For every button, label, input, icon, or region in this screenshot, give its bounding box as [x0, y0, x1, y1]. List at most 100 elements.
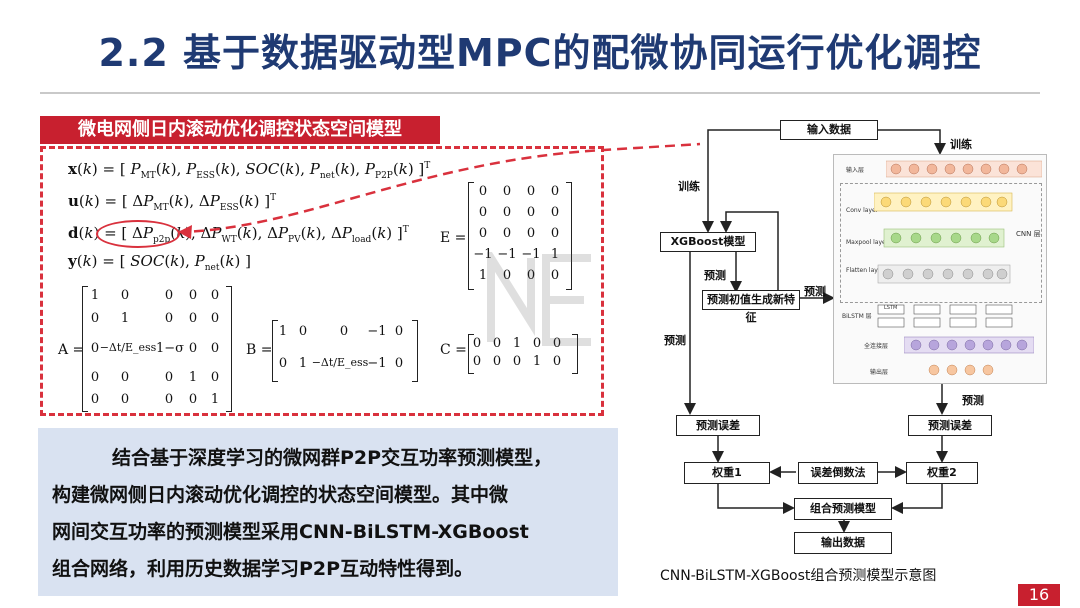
predict-label: 预测 [664, 334, 686, 347]
matrix-cell: 0 [188, 311, 198, 326]
inverse-method-box: 误差倒数法 [798, 462, 878, 484]
matrix-cell: 0 [502, 226, 512, 241]
matrix-cell: −Δt/E_ess [311, 356, 369, 369]
matrix-label-a: A = [58, 342, 85, 358]
description-line: 构建微网侧日内滚动优化调控的状态空间模型。其中微 [52, 484, 509, 506]
cnn-layer-label: CNN 层 [1016, 230, 1041, 238]
matrix-cell: 0 [552, 336, 562, 351]
matrix-cell: −1 [367, 356, 387, 371]
matrix-cell: 0 [90, 370, 100, 385]
matrix-cell: 0 [526, 184, 536, 199]
matrix-cell: 0 [120, 288, 130, 303]
matrix-cell: 0 [164, 288, 174, 303]
error-left-box: 预测误差 [676, 415, 760, 436]
matrix-cell: 0 [502, 184, 512, 199]
output-layer-label: 输出层 [870, 369, 889, 376]
matrix-cell: 0 [550, 226, 560, 241]
predict-label: 预测 [704, 269, 726, 282]
matrix-cell: 0 [552, 354, 562, 369]
output-nodes [928, 364, 994, 376]
matrix-cell: 0 [394, 356, 404, 371]
input-nodes [886, 160, 1042, 178]
matrix-cell: 0 [526, 226, 536, 241]
lstm-label: LSTM [884, 305, 898, 311]
flatten-layer-label: Flatten layer [846, 267, 884, 274]
input-data-box: 输入数据 [780, 120, 878, 140]
dense-nodes [904, 336, 1034, 354]
matrix-cell: 0 [502, 205, 512, 220]
matrix-cell: 0 [394, 324, 404, 339]
equation-x: x(k) = [ PMT(k), PESS(k), SOC(k), Pnet(k… [68, 160, 431, 181]
matrix-cell: 0 [492, 354, 502, 369]
maxpool-layer-label: Maxpool layer [846, 239, 889, 246]
model-equations-box [40, 146, 604, 416]
matrix-cell: 0 [120, 392, 130, 407]
matrix-cell: 0 [164, 392, 174, 407]
init-feature-box: 预测初值生成新特征 [702, 290, 800, 324]
conv-layer-label: Conv layer [846, 207, 879, 214]
weight2-box: 权重2 [906, 462, 978, 484]
matrix-cell: 0 [210, 311, 220, 326]
matrix-cell: 0 [532, 336, 542, 351]
description-line: 结合基于深度学习的微网群P2P交互功率预测模型， [112, 447, 553, 469]
matrix-cell: 0 [210, 370, 220, 385]
matrix-cell: 0 [526, 205, 536, 220]
matrix-cell: 0 [90, 311, 100, 326]
matrix-e: 0 0 0 0 0 0 0 0 0 0 0 0 −1 −1 −1 1 1 0 0… [468, 182, 572, 290]
error-right-box: 预测误差 [908, 415, 992, 436]
matrix-cell: 1 [120, 311, 130, 326]
matrix-cell: −1 [473, 247, 493, 262]
matrix-cell: 1 [478, 268, 488, 283]
cnn-bilstm-network-panel: 输入层 Conv layer Maxpool layer Flatten lay… [833, 154, 1047, 384]
matrix-label-c: C = [440, 342, 467, 358]
description-box: 结合基于深度学习的微网群P2P交互功率预测模型， 构建微网侧日内滚动优化调控的状… [38, 428, 618, 596]
matrix-a: 1 0 0 0 0 0 1 0 0 0 0 −Δt/E_ess 1−σ 0 0 … [82, 286, 232, 412]
matrix-cell: 0 [188, 392, 198, 407]
bilstm-layer-label: BiLSTM 层 [842, 313, 872, 320]
matrix-cell: 0 [120, 370, 130, 385]
matrix-cell: 0 [550, 268, 560, 283]
matrix-label-e: E = [440, 230, 467, 246]
matrix-cell: 1 [512, 336, 522, 351]
matrix-cell: 0 [492, 336, 502, 351]
matrix-cell: −1 [497, 247, 517, 262]
cnn-layers [874, 192, 1013, 284]
matrix-label-b: B = [246, 342, 273, 358]
train-label-right: 训练 [950, 138, 972, 151]
matrix-cell: 0 [188, 341, 198, 356]
section-tag: 微电网侧日内滚动优化调控状态空间模型 [40, 116, 440, 144]
matrix-c: 0 0 1 0 0 0 0 0 1 0 [468, 334, 578, 374]
predict-label: 预测 [804, 285, 826, 298]
matrix-cell: 0 [478, 226, 488, 241]
xgboost-model-box: XGBoost模型 [660, 232, 756, 252]
matrix-cell: 0 [210, 288, 220, 303]
equation-u: u(k) = [ ΔPMT(k), ΔPESS(k) ]T [68, 192, 277, 213]
dense-layer-label: 全连接层 [864, 343, 889, 350]
equation-y: y(k) = [ SOC(k), Pnet(k) ] [68, 252, 251, 273]
matrix-cell: 0 [472, 336, 482, 351]
matrix-cell: 0 [90, 341, 100, 356]
matrix-cell: 0 [526, 268, 536, 283]
combined-model-box: 组合预测模型 [794, 498, 892, 520]
predict-label: 预测 [962, 394, 984, 407]
matrix-cell: −1 [367, 324, 387, 339]
figure-caption: CNN-BiLSTM-XGBoost组合预测模型示意图 [660, 568, 937, 584]
matrix-cell: 1 [550, 247, 560, 262]
matrix-b: 1 0 0 −1 0 0 1 −Δt/E_ess −1 0 [272, 320, 418, 382]
description-line: 网间交互功率的预测模型采用CNN-BiLSTM-XGBoost [52, 521, 529, 543]
matrix-cell: 0 [478, 205, 488, 220]
watermark-logo [487, 252, 591, 346]
highlight-oval [96, 220, 180, 248]
matrix-cell: 1 [278, 324, 288, 339]
matrix-cell: 1 [532, 354, 542, 369]
input-layer-label: 输入层 [846, 167, 865, 174]
matrix-cell: 1−σ [155, 341, 185, 356]
matrix-cell: 0 [210, 341, 220, 356]
matrix-cell: 1 [298, 356, 308, 371]
output-data-box: 输出数据 [794, 532, 892, 554]
matrix-cell: 0 [188, 288, 198, 303]
matrix-cell: 0 [550, 205, 560, 220]
weight1-box: 权重1 [684, 462, 770, 484]
